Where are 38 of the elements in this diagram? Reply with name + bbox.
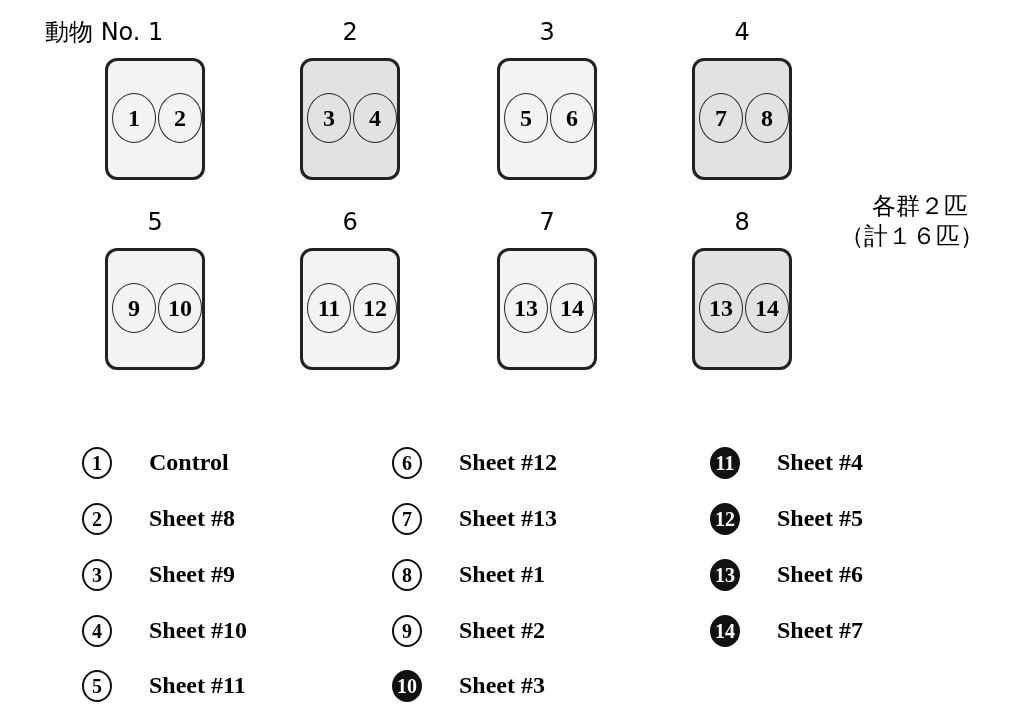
circled-number: 7 <box>392 503 422 535</box>
legend-text: Sheet #8 <box>149 505 235 532</box>
circled-number: 6 <box>392 447 422 479</box>
circled-number: 4 <box>82 615 112 647</box>
animal-number-label: 2 <box>342 18 358 46</box>
animal-number-label: 7 <box>539 208 555 236</box>
legend-text: Sheet #12 <box>459 449 557 476</box>
legend-text: Sheet #10 <box>149 617 247 644</box>
animal-number-label: 6 <box>342 208 358 236</box>
legend-text: Sheet #5 <box>777 505 863 532</box>
circled-number: 12 <box>710 503 740 535</box>
animal-number-label: 動物 No. 1 <box>45 18 164 46</box>
legend-text: Sheet #11 <box>149 672 246 699</box>
circled-number: 13 <box>710 559 740 591</box>
legend-text: Sheet #3 <box>459 672 545 699</box>
legend-text: Sheet #13 <box>459 505 557 532</box>
circled-number: 14 <box>710 615 740 647</box>
circled-number: 8 <box>392 559 422 591</box>
animal-number-label: 4 <box>734 18 750 46</box>
legend-text: Sheet #1 <box>459 561 545 588</box>
circled-number: 5 <box>82 670 112 702</box>
legend-text: Sheet #2 <box>459 617 545 644</box>
note-text: 各群２匹 <box>872 191 968 222</box>
legend-text: Sheet #6 <box>777 561 863 588</box>
legend-text: Sheet #4 <box>777 449 863 476</box>
animal-number-label: 3 <box>539 18 555 46</box>
legend-text: Sheet #9 <box>149 561 235 588</box>
legend-text: Control <box>149 449 229 476</box>
animal-number-label: 5 <box>147 208 163 236</box>
circled-number: 1 <box>82 447 112 479</box>
circled-number: 11 <box>710 447 740 479</box>
circled-number: 9 <box>392 615 422 647</box>
circled-number: 2 <box>82 503 112 535</box>
legend-text: Sheet #7 <box>777 617 863 644</box>
animal-number-label: 8 <box>734 208 750 236</box>
circled-number: 10 <box>392 670 422 702</box>
note-text: （計１６匹） <box>840 221 984 252</box>
circled-number: 3 <box>82 559 112 591</box>
